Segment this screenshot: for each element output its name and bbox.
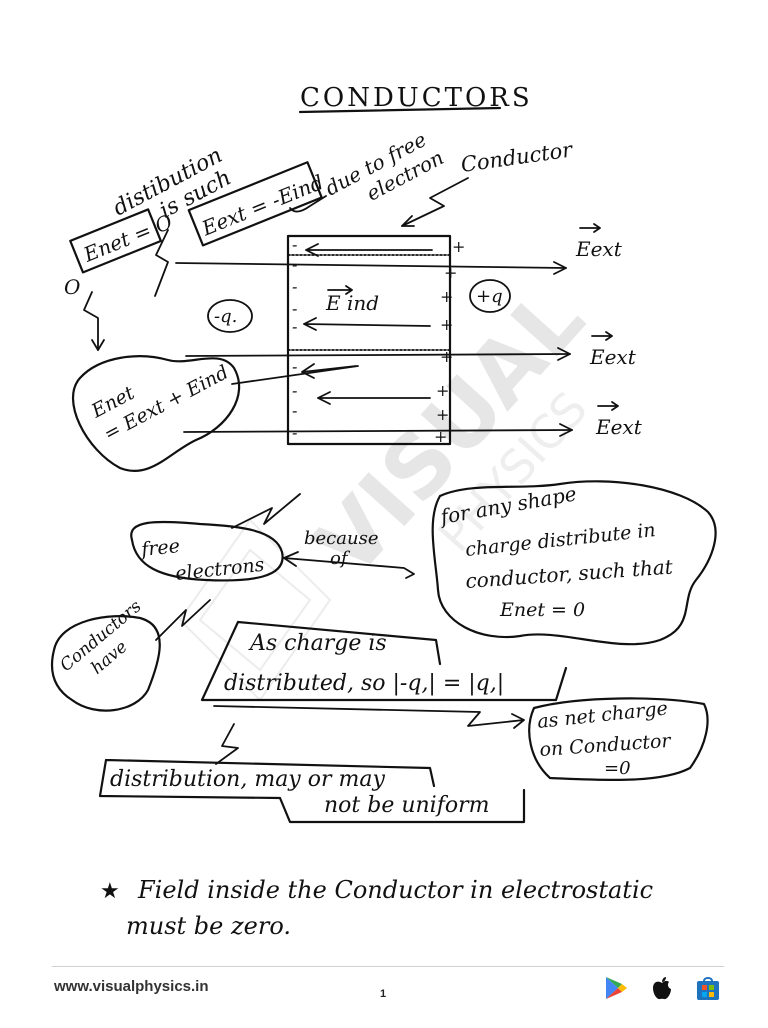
svg-text:+: + bbox=[434, 427, 447, 446]
footer-divider bbox=[52, 966, 724, 967]
squiggle-arrow-1 bbox=[154, 229, 169, 297]
svg-text:-: - bbox=[292, 235, 297, 254]
svg-text:+: + bbox=[440, 287, 453, 306]
e-ind-label: E ind bbox=[325, 291, 379, 315]
svg-text:-: - bbox=[292, 423, 297, 442]
svg-text:+: + bbox=[452, 237, 465, 256]
conductor-label: Conductor bbox=[459, 137, 575, 177]
squiggle-arrow-2 bbox=[83, 291, 99, 351]
left-zero: O bbox=[64, 275, 80, 299]
arrow-due-to bbox=[289, 195, 327, 213]
svg-text:-: - bbox=[292, 357, 297, 376]
slab-right-charges: + + + + + + + + bbox=[434, 237, 465, 446]
free-electrons-box bbox=[130, 520, 284, 582]
net-charge-arrow bbox=[213, 705, 525, 729]
svg-text:Enet = 0: Enet = 0 bbox=[499, 599, 585, 621]
note-due-to-free-electron: due to free electron bbox=[321, 127, 448, 206]
google-play-icon[interactable] bbox=[602, 974, 630, 1002]
induced-arrow-4 bbox=[317, 391, 431, 405]
field-line-2 bbox=[185, 353, 571, 357]
conductors-have-cloud bbox=[50, 615, 161, 712]
svg-text:+: + bbox=[440, 347, 453, 366]
minus-q-label: -q. bbox=[214, 306, 237, 327]
svg-text:-: - bbox=[292, 401, 297, 420]
field-inside-line2: must be zero. bbox=[126, 912, 291, 940]
note-enet-sum: Enet = Eext + Eind bbox=[87, 361, 232, 445]
apple-icon[interactable] bbox=[648, 974, 676, 1002]
squiggle-arrow-5 bbox=[215, 723, 239, 765]
as-charge-line2: distributed, so |-q,| = |q,| bbox=[224, 671, 504, 696]
note-conductors-have: Conductors have bbox=[56, 596, 145, 678]
svg-text:Eext: Eext bbox=[595, 415, 643, 439]
minus-q-circle bbox=[207, 299, 253, 333]
svg-text:+: + bbox=[440, 315, 453, 334]
because-arrow bbox=[283, 551, 415, 579]
plus-q-label: +q bbox=[476, 286, 503, 307]
svg-text:+: + bbox=[444, 263, 457, 282]
squiggle-arrow-4 bbox=[155, 599, 211, 641]
microsoft-store-icon[interactable] bbox=[694, 974, 722, 1002]
svg-text:+: + bbox=[436, 381, 449, 400]
distribution-line2: not be uniform bbox=[324, 793, 489, 818]
free-label: free bbox=[138, 535, 181, 561]
svg-text:-: - bbox=[292, 277, 297, 296]
svg-text:-: - bbox=[292, 381, 297, 400]
plus-q-circle bbox=[469, 279, 511, 313]
svg-text:-: - bbox=[292, 299, 297, 318]
squiggle-arrow-3 bbox=[231, 493, 301, 529]
field-line-1 bbox=[175, 262, 567, 269]
because-label: because bbox=[304, 528, 378, 549]
conductor-arrow bbox=[401, 177, 469, 227]
any-shape-cloud bbox=[431, 480, 717, 646]
title-underline bbox=[298, 106, 502, 114]
svg-text:-: - bbox=[292, 317, 297, 336]
distribution-line1: distribution, may or may bbox=[110, 767, 385, 792]
svg-text:-: - bbox=[292, 255, 297, 274]
site-url-link[interactable]: www.visualphysics.in bbox=[54, 978, 209, 995]
net-charge-line2: on Conductor bbox=[539, 730, 673, 761]
e-ext-labels: Eext Eext Eext bbox=[575, 223, 643, 439]
net-charge-cloud bbox=[528, 697, 709, 782]
note-any-shape: for any shape charge distribute in condu… bbox=[437, 481, 675, 621]
page-number: 1 bbox=[380, 988, 387, 1000]
svg-text:Eext: Eext bbox=[575, 237, 623, 261]
conductor-slab bbox=[286, 234, 452, 446]
slab-left-charges: - - - - - - - - - bbox=[292, 235, 297, 442]
enet-sum-cloud bbox=[71, 355, 241, 472]
svg-text:conductor, such that: conductor, such that bbox=[465, 554, 675, 592]
as-charge-line1: As charge is bbox=[248, 631, 387, 656]
field-inside-line1: Field inside the Conductor in electrosta… bbox=[137, 876, 653, 904]
distribution-box bbox=[98, 758, 526, 824]
svg-text:Eext: Eext bbox=[589, 345, 637, 369]
as-charge-box bbox=[200, 620, 568, 702]
induced-arrow-1 bbox=[305, 243, 433, 257]
svg-text:+: + bbox=[436, 405, 449, 424]
induced-arrow-2 bbox=[303, 317, 431, 331]
electrons-label: electrons bbox=[174, 554, 265, 585]
field-line-3 bbox=[183, 429, 573, 433]
net-charge-line3: =0 bbox=[604, 758, 631, 779]
watermark-logo bbox=[178, 518, 332, 702]
star-bullet: ★ bbox=[100, 879, 120, 904]
